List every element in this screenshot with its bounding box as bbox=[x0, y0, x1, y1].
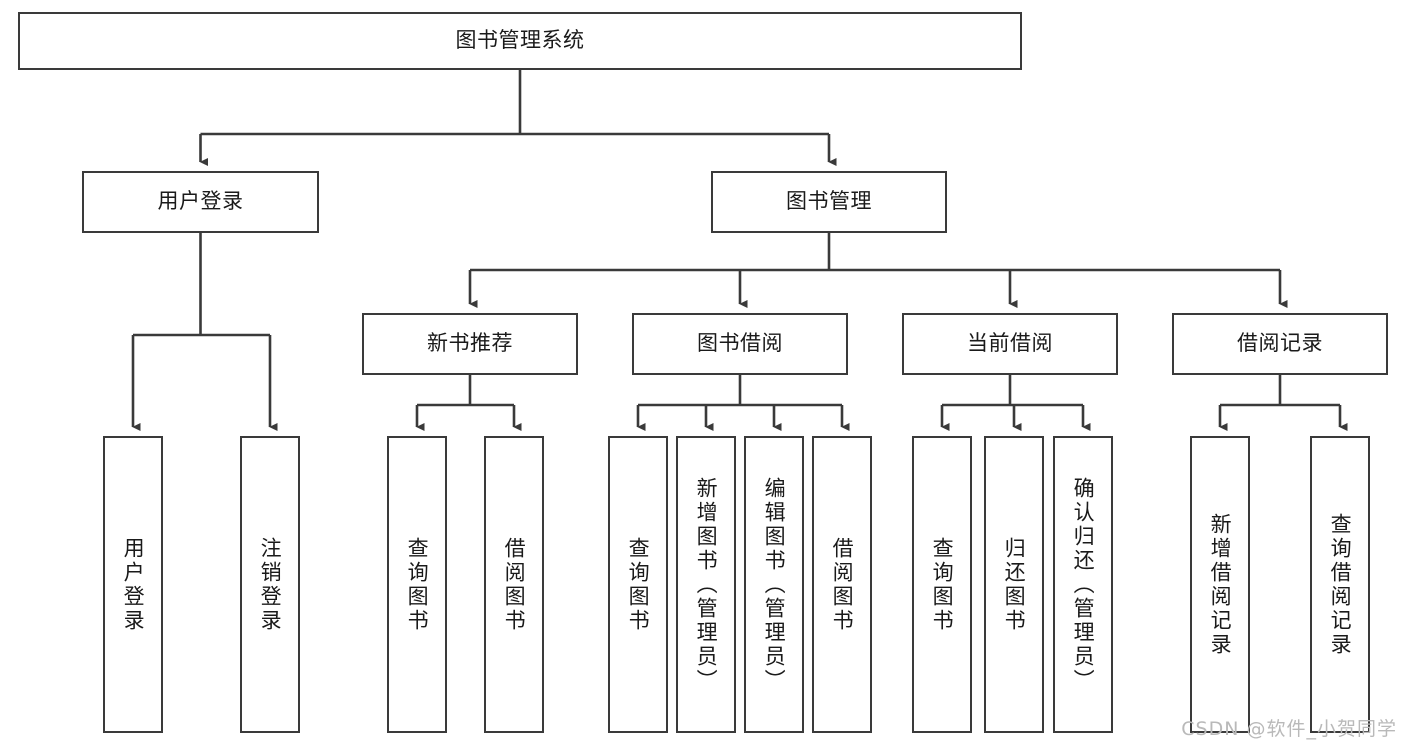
node-label: 编辑图书（管理员） bbox=[762, 476, 787, 693]
node-label: 当前借阅 bbox=[967, 331, 1053, 356]
node-label: 查询图书 bbox=[626, 536, 651, 633]
node-leaf-add-record[interactable]: 新增借阅记录 bbox=[1190, 436, 1250, 733]
node-label: 新增借阅记录 bbox=[1208, 512, 1233, 657]
node-label: 新书推荐 bbox=[427, 331, 513, 356]
node-label: 图书借阅 bbox=[697, 331, 783, 356]
node-label: 用户登录 bbox=[121, 536, 146, 633]
node-leaf-borrow-book-2[interactable]: 借阅图书 bbox=[812, 436, 872, 733]
node-label: 新增图书（管理员） bbox=[694, 476, 719, 693]
node-current-borrow[interactable]: 当前借阅 bbox=[902, 313, 1118, 375]
node-label: 借阅图书 bbox=[830, 536, 855, 633]
node-label: 借阅图书 bbox=[502, 536, 527, 633]
node-label: 图书管理系统 bbox=[455, 28, 585, 53]
node-leaf-edit-book[interactable]: 编辑图书（管理员） bbox=[744, 436, 804, 733]
node-label: 查询图书 bbox=[930, 536, 955, 633]
node-book-manage[interactable]: 图书管理 bbox=[711, 171, 947, 233]
node-leaf-query-book-1[interactable]: 查询图书 bbox=[387, 436, 447, 733]
node-leaf-user-logout[interactable]: 注销登录 bbox=[240, 436, 300, 733]
node-leaf-confirm-return[interactable]: 确认归还（管理员） bbox=[1053, 436, 1113, 733]
node-leaf-query-book-3[interactable]: 查询图书 bbox=[912, 436, 972, 733]
node-label: 借阅记录 bbox=[1237, 331, 1323, 356]
node-leaf-user-login[interactable]: 用户登录 bbox=[103, 436, 163, 733]
node-leaf-return-book[interactable]: 归还图书 bbox=[984, 436, 1044, 733]
node-label: 用户登录 bbox=[157, 189, 244, 214]
node-book-borrow[interactable]: 图书借阅 bbox=[632, 313, 848, 375]
node-label: 归还图书 bbox=[1002, 536, 1027, 633]
node-leaf-borrow-book-1[interactable]: 借阅图书 bbox=[484, 436, 544, 733]
node-label: 查询图书 bbox=[405, 536, 430, 633]
node-user-login[interactable]: 用户登录 bbox=[82, 171, 319, 233]
node-label: 确认归还（管理员） bbox=[1071, 476, 1096, 693]
node-leaf-query-record[interactable]: 查询借阅记录 bbox=[1310, 436, 1370, 733]
node-borrow-record[interactable]: 借阅记录 bbox=[1172, 313, 1388, 375]
node-label: 查询借阅记录 bbox=[1328, 512, 1353, 657]
node-label: 注销登录 bbox=[258, 536, 283, 633]
node-leaf-add-book[interactable]: 新增图书（管理员） bbox=[676, 436, 736, 733]
node-leaf-query-book-2[interactable]: 查询图书 bbox=[608, 436, 668, 733]
node-label: 图书管理 bbox=[786, 189, 872, 214]
node-root[interactable]: 图书管理系统 bbox=[18, 12, 1022, 70]
watermark-text: CSDN @软件_小贺同学 bbox=[1181, 718, 1397, 740]
node-new-book-recommend[interactable]: 新书推荐 bbox=[362, 313, 578, 375]
